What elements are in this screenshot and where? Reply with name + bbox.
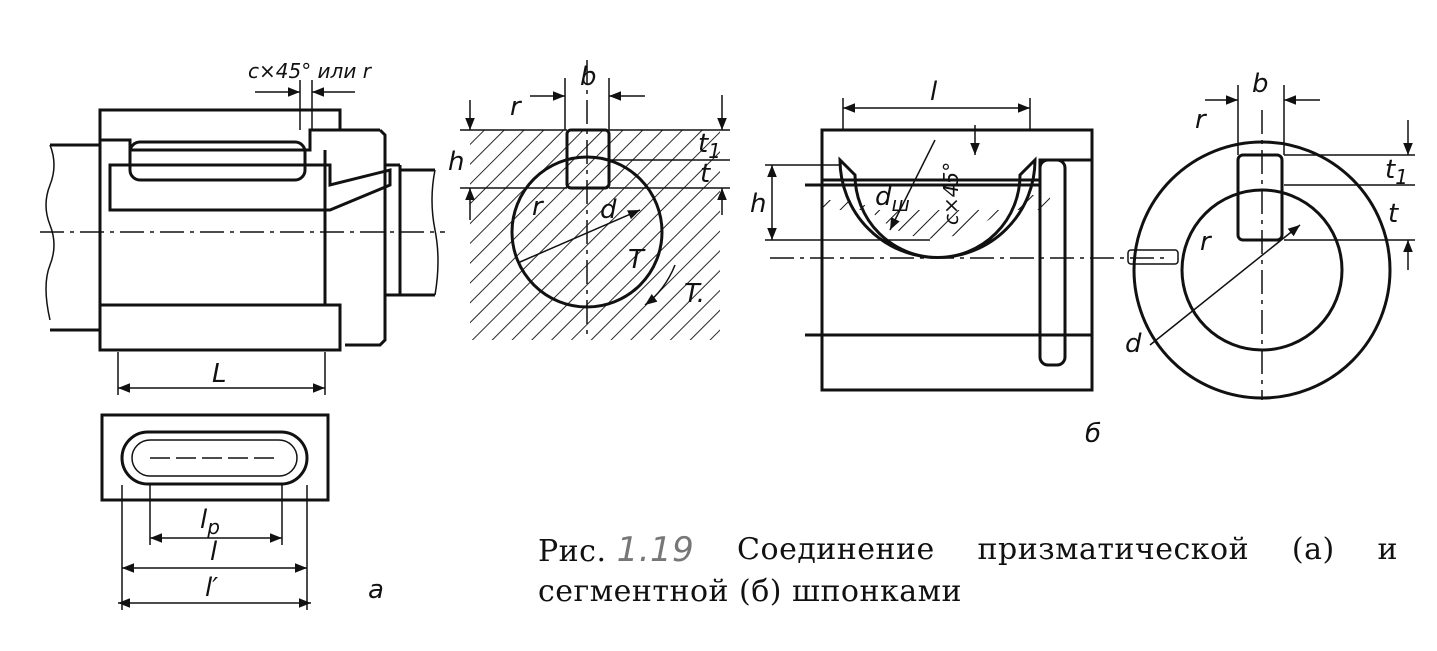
label-a-r2: r: [532, 192, 545, 222]
view-b-cross-section: [1127, 85, 1415, 400]
label-lp: lp: [200, 505, 220, 539]
view-a-cross-section: [460, 60, 730, 340]
label-b-d: d: [1125, 329, 1142, 359]
label-a-t1: t1: [698, 129, 721, 163]
figure-caption: Рис. 1.19 Соединение призматической (а) …: [538, 530, 1398, 612]
label-b-dsh: dш: [875, 182, 910, 216]
caption-word-3: (а): [1291, 532, 1335, 567]
caption-word-2: призматической: [977, 532, 1250, 567]
label-l: l: [210, 537, 218, 567]
caption-word-1: Соединение: [737, 532, 935, 567]
caption-word-4: и: [1377, 532, 1398, 567]
label-b-r2: r: [1200, 227, 1213, 257]
label-a-r: r: [510, 92, 523, 122]
label-a-d: d: [600, 195, 617, 225]
label-b-t: t: [1388, 199, 1399, 229]
caption-line-1: Рис. 1.19 Соединение призматической (а) …: [538, 530, 1398, 572]
caption-prefix: Рис.: [538, 534, 607, 569]
label-b-r: r: [1195, 105, 1208, 135]
label-part-a: а: [368, 575, 384, 605]
view-b-section: [765, 98, 1170, 392]
label-chamfer: c×45° или r: [248, 59, 373, 83]
view-a-key-plan: [100, 413, 330, 610]
label-b-b: b: [1252, 69, 1269, 99]
label-L: L: [212, 359, 227, 389]
label-a-t: t: [700, 159, 711, 189]
label-lprime: l′: [205, 573, 218, 603]
view-a-section: [40, 80, 445, 395]
label-a-T1: T: [628, 245, 646, 275]
label-part-b: б: [1085, 419, 1101, 449]
caption-line-2: сегментной (б) шпонками: [538, 574, 962, 609]
label-a-b: b: [580, 62, 597, 92]
caption-number: 1.19: [616, 530, 695, 570]
label-b-c45: c×45°: [939, 162, 963, 225]
caption-prefix-group: Рис. 1.19: [538, 530, 694, 572]
label-a-T2: T.: [684, 279, 705, 309]
dimension-labels: c×45° или r L lp l l′ а b r h t1 t r d T…: [200, 59, 1408, 605]
label-b-t1: t1: [1385, 155, 1408, 189]
label-b-h: h: [750, 189, 766, 219]
label-a-h: h: [448, 147, 464, 177]
label-b-l: l: [930, 77, 938, 107]
